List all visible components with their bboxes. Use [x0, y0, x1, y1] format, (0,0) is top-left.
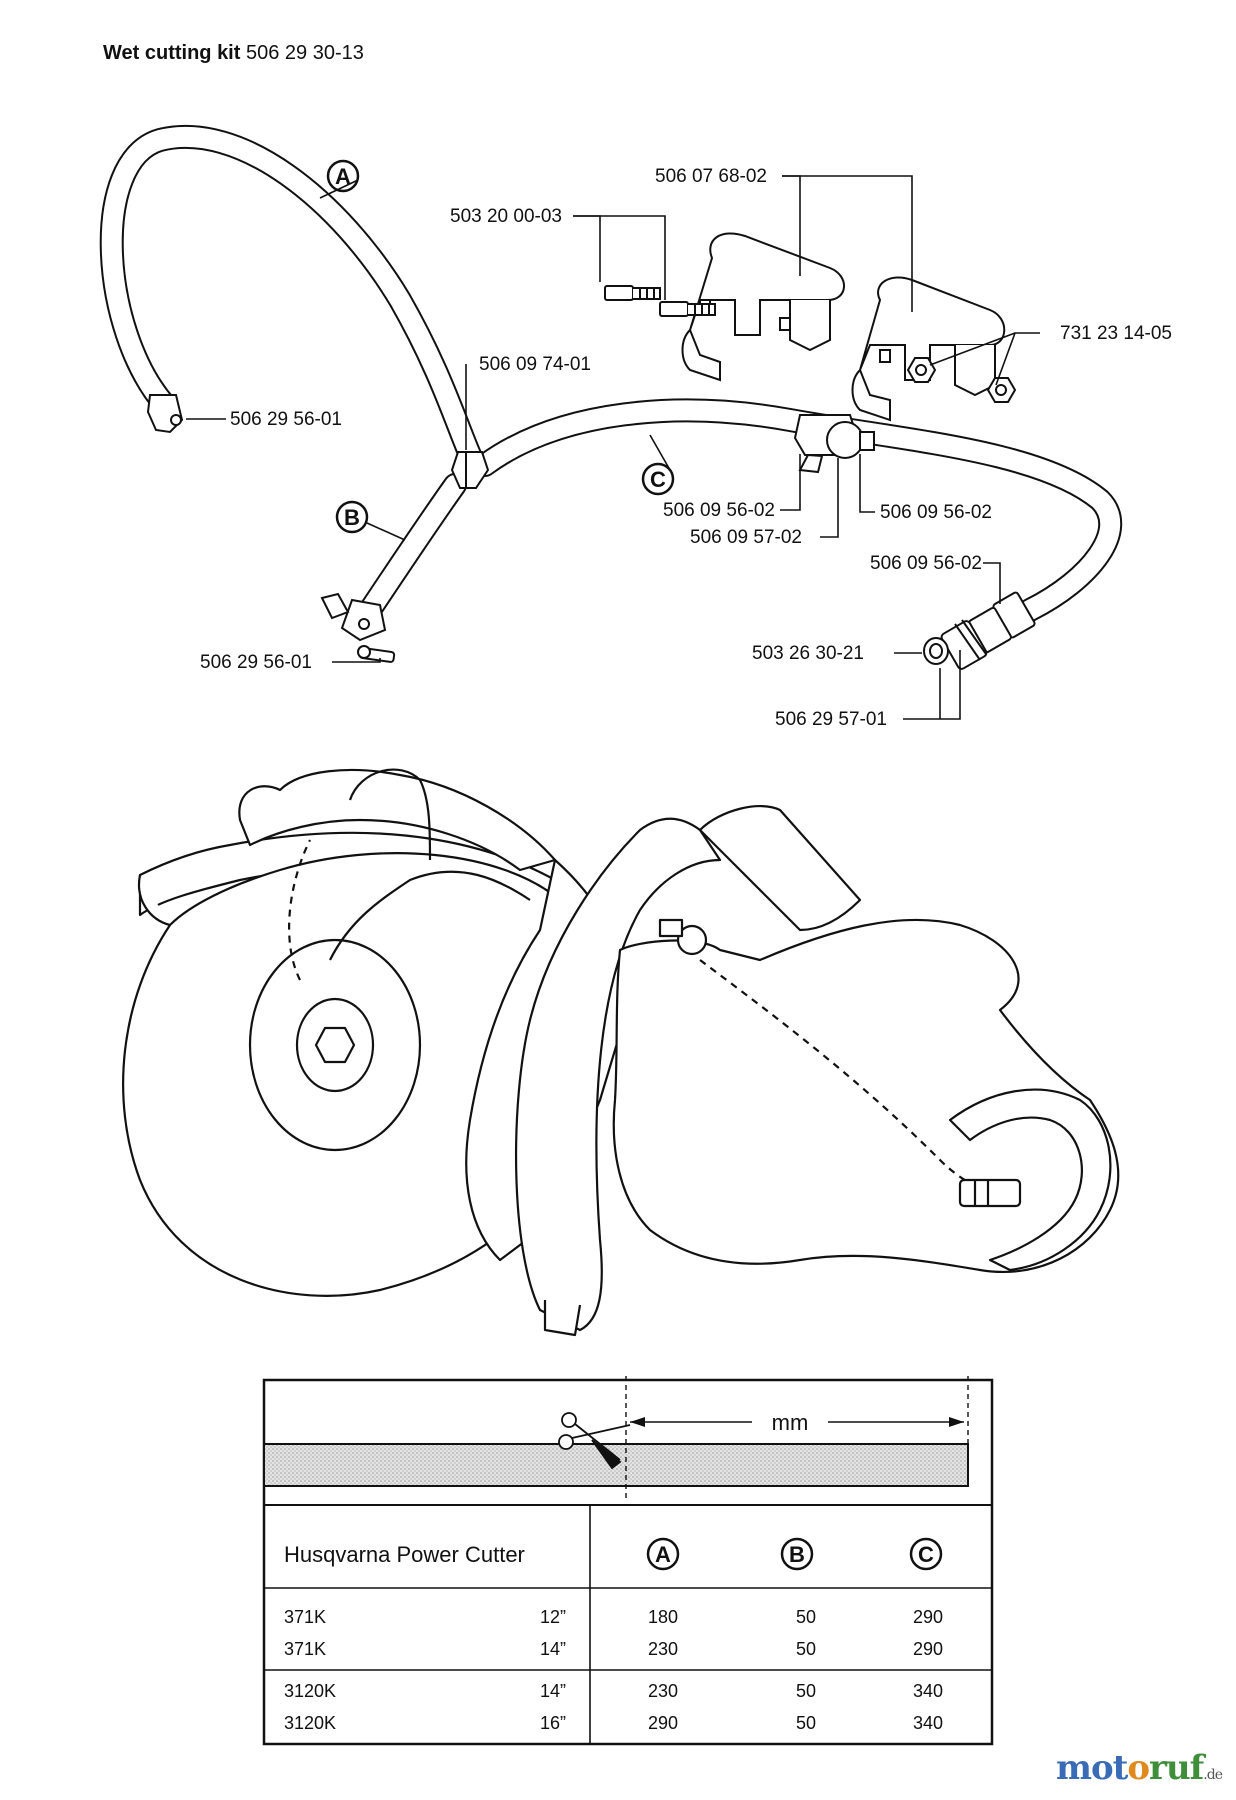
- svg-text:340: 340: [913, 1681, 943, 1701]
- svg-text:230: 230: [648, 1681, 678, 1701]
- nut-2: [986, 377, 1017, 403]
- col-marker-a: A: [646, 1537, 680, 1571]
- svg-text:3120K: 3120K: [284, 1713, 336, 1733]
- svg-text:180: 180: [648, 1607, 678, 1627]
- part-labels: 506 07 68-02 503 20 00-03 731 23 14-05 5…: [200, 166, 1172, 730]
- svg-text:290: 290: [913, 1607, 943, 1627]
- svg-text:290: 290: [648, 1713, 678, 1733]
- rear-handle: [948, 1088, 1112, 1272]
- hose-marker-a: A: [319, 159, 360, 199]
- bracket-right: [851, 276, 1006, 422]
- svg-text:230: 230: [648, 1639, 678, 1659]
- svg-text:14”: 14”: [540, 1639, 566, 1659]
- bracket-left: [681, 232, 845, 382]
- screw-left: [604, 285, 661, 301]
- svg-text:371K: 371K: [284, 1607, 326, 1627]
- hose-assembly: [99, 124, 1123, 622]
- valve: [793, 414, 875, 474]
- col-marker-c: C: [909, 1537, 943, 1571]
- label-coupling: 506 29 57-01: [775, 709, 887, 730]
- svg-text:16”: 16”: [540, 1713, 566, 1733]
- svg-text:14”: 14”: [540, 1681, 566, 1701]
- unit-label: mm: [772, 1410, 809, 1435]
- label-bracket: 506 07 68-02: [655, 166, 767, 187]
- label-coupling-clamp: 506 09 56-02: [870, 553, 982, 574]
- svg-text:50: 50: [796, 1681, 816, 1701]
- label-nozzle-a: 506 29 56-01: [230, 409, 342, 430]
- label-nut: 731 23 14-05: [1060, 323, 1172, 344]
- svg-text:340: 340: [913, 1713, 943, 1733]
- screw-right: [659, 301, 716, 317]
- svg-text:3120K: 3120K: [284, 1681, 336, 1701]
- svg-text:B: B: [789, 1542, 805, 1567]
- leader-lines: [186, 175, 1040, 720]
- nozzle-a: [146, 394, 184, 434]
- nut-1: [906, 357, 937, 383]
- label-screw: 503 20 00-03: [450, 206, 562, 227]
- label-valve-clamp-right: 506 09 56-02: [880, 502, 992, 523]
- screw-b: [357, 645, 396, 663]
- title-number: 506 29 30-13: [245, 42, 364, 64]
- col-marker-b: B: [780, 1537, 814, 1571]
- label-nozzle-b: 506 29 56-01: [200, 652, 312, 673]
- table-header-model: Husqvarna Power Cutter: [284, 1542, 525, 1567]
- svg-text:50: 50: [796, 1713, 816, 1733]
- t-connector: [450, 451, 490, 489]
- svg-text:12”: 12”: [540, 1607, 566, 1627]
- hose-marker-c: C: [641, 434, 675, 496]
- svg-text:50: 50: [796, 1639, 816, 1659]
- label-valve: 506 09 57-02: [690, 527, 802, 548]
- svg-text:C: C: [650, 467, 666, 492]
- table-row: 371K 12” 180 50 290: [284, 1607, 943, 1627]
- svg-text:290: 290: [913, 1639, 943, 1659]
- table-row: 3120K 16” 290 50 340: [284, 1713, 943, 1733]
- table-row: 371K 14” 230 50 290: [284, 1639, 943, 1659]
- cut-length-table: mm Husqvarna Power Cutter A B C 371K 1: [262, 1376, 994, 1746]
- nozzle-b: [320, 592, 387, 642]
- table-row: 3120K 14” 230 50 340: [284, 1681, 943, 1701]
- watermark-logo: motoruf.de: [1055, 1748, 1223, 1788]
- title-bold: Wet cutting kit: [103, 42, 241, 64]
- label-o-ring: 503 26 30-21: [752, 643, 864, 664]
- svg-text:A: A: [335, 164, 351, 189]
- svg-text:50: 50: [796, 1607, 816, 1627]
- page-title: Wet cutting kit 506 29 30-13: [103, 42, 364, 65]
- o-ring: [923, 637, 949, 665]
- label-valve-clamp-left: 506 09 56-02: [663, 500, 775, 521]
- svg-text:371K: 371K: [284, 1639, 326, 1659]
- svg-text:C: C: [918, 1542, 934, 1567]
- label-t-connector: 506 09 74-01: [479, 354, 591, 375]
- quick-coupling: [940, 591, 1036, 670]
- hose-marker-b: B: [335, 500, 406, 541]
- power-cutter-illustration: [122, 768, 1120, 1337]
- svg-text:A: A: [655, 1542, 671, 1567]
- scissors-icon: [558, 1412, 631, 1470]
- svg-text:B: B: [344, 505, 360, 530]
